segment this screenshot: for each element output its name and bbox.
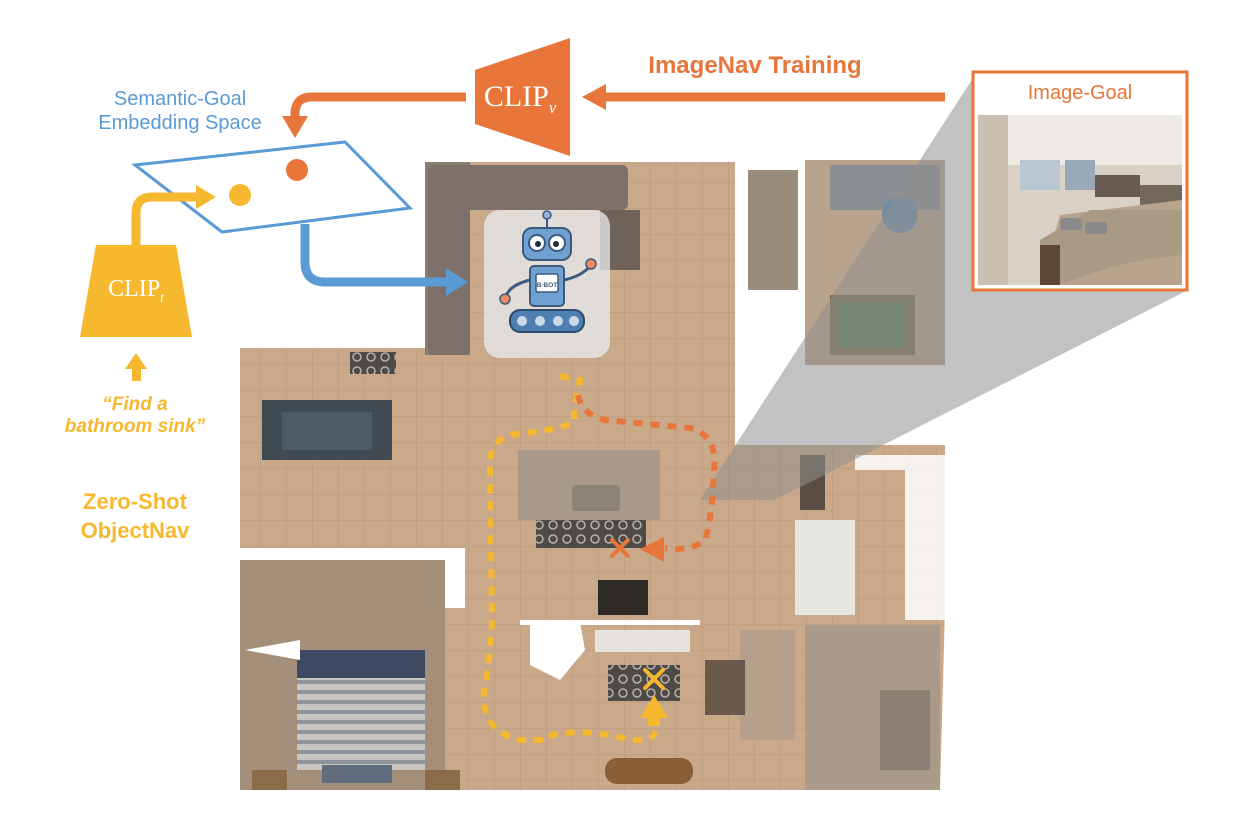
couch (428, 165, 628, 210)
yellow-path-arrowhead (640, 695, 668, 718)
query-line-2: bathroom sink” (64, 416, 206, 438)
clip-t-encoder (80, 245, 192, 337)
query-text: “Find a bathroom sink” (30, 394, 240, 439)
semantic-goal-label: Semantic-Goal Embedding Space (80, 88, 280, 135)
clip-t-base: CLIP (108, 276, 161, 302)
query-up-arrow (125, 353, 147, 369)
clip-v-base: CLIP (483, 80, 549, 113)
zero-shot-line-1: Zero-Shot (83, 489, 187, 514)
imagenav-arrowhead (582, 84, 606, 110)
space-to-robot-arrow (300, 224, 448, 287)
imagenav-training-label: ImageNav Training (648, 52, 862, 79)
clip-v-label: CLIPv (468, 80, 572, 118)
clip-t-label: CLIPt (82, 276, 190, 306)
query-line-1: “Find a (102, 394, 168, 415)
clip-v-to-space-arrow (290, 92, 466, 120)
yellow-path (480, 373, 659, 744)
clip-t-subscript: t (160, 289, 164, 305)
robot-badge: B·BOT (537, 282, 558, 289)
goal-x-icon (643, 668, 665, 690)
orange-path (575, 394, 718, 552)
clip-v-encoder (475, 38, 570, 156)
image-goal-photo (978, 115, 1182, 285)
target-x-icon (610, 538, 630, 558)
semantic-goal-line-2: Embedding Space (98, 111, 262, 134)
zero-shot-objectnav-label: Zero-Shot ObjectNav (40, 488, 230, 545)
semantic-goal-line-1: Semantic-Goal (113, 88, 247, 110)
robot-icon: B·BOT (484, 210, 610, 358)
clip-t-to-space-arrow (131, 192, 198, 245)
embedding-space-plane (131, 140, 414, 234)
image-goal-panel (971, 70, 1189, 292)
text-embedding-point (229, 184, 251, 206)
zero-shot-line-2: ObjectNav (80, 517, 190, 543)
clip-v-subscript: v (548, 98, 557, 117)
orange-path-arrowhead (640, 537, 664, 562)
image-embedding-point (286, 159, 308, 181)
image-goal-label: Image-Goal (1027, 82, 1133, 104)
